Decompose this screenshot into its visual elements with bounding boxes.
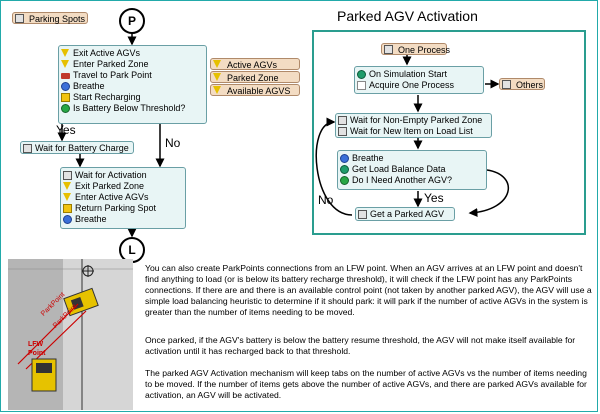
no-label-left: No (165, 136, 181, 150)
zone-icon (213, 60, 221, 68)
step-sim-start: On Simulation Start (355, 69, 483, 80)
step-travel: Travel to Park Point (59, 70, 206, 81)
panel-title: Parked AGV Activation (337, 8, 478, 24)
step-battery-check: Is Battery Below Threshold? (59, 103, 206, 114)
arrow-loop-back (315, 117, 353, 216)
wait-icon (63, 171, 72, 180)
lfw-label: LFW (28, 341, 44, 348)
sim-start-box: On Simulation Start Acquire One Process (354, 66, 484, 94)
legend-available-agvs: Available AGVS (210, 84, 300, 96)
start-icon (357, 70, 366, 79)
zone-enter-icon (63, 193, 71, 201)
start-node-p: P (119, 8, 145, 34)
step-breathe: Breathe (59, 81, 206, 92)
step-enter-active: Enter Active AGVs (61, 192, 185, 203)
legend-active-agvs: Active AGVs (210, 58, 300, 70)
step-enter-parked: Enter Parked Zone (59, 59, 206, 70)
decision-icon (340, 176, 349, 185)
return-icon (63, 204, 72, 213)
one-process-tag: One Process (381, 43, 450, 55)
arrow-no-right (468, 169, 510, 217)
wait-icon (23, 144, 32, 153)
breathe-icon (61, 82, 70, 91)
yes-label-right: Yes (424, 191, 444, 205)
zone-enter-icon (61, 60, 69, 68)
activation-box: Wait for Activation Exit Parked Zone Ent… (60, 167, 186, 229)
legend-parked-zone: Parked Zone (210, 71, 300, 83)
wait-icon (338, 127, 347, 136)
step-need-agv: Do I Need Another AGV? (338, 175, 486, 186)
others-tag: Others (499, 78, 545, 90)
decision-icon (61, 104, 70, 113)
breathe-icon (63, 215, 72, 224)
step-exit-parked: Exit Parked Zone (61, 181, 185, 192)
park-process-box: Exit Active AGVs Enter Parked Zone Trave… (58, 45, 207, 124)
activation-panel (312, 30, 586, 235)
step-wait-item: Wait for New Item on Load List (336, 126, 491, 137)
step-breathe-2: Breathe (61, 214, 185, 225)
wait-icon (338, 116, 347, 125)
charge-icon (61, 93, 70, 102)
paragraph-2: Once parked, if the AGV's battery is bel… (145, 335, 576, 356)
sim-view: ParkPoint ParkPoint LFW Point (8, 259, 133, 410)
zone-exit-icon (63, 182, 71, 190)
parking-spots-tag: Parking Spots (12, 12, 88, 24)
end-node-l: L (119, 237, 145, 263)
point-label: Point (28, 350, 46, 357)
step-recharge: Start Recharging (59, 92, 206, 103)
yes-label-left: Yes (56, 123, 76, 137)
wait-box: Wait for Non-Empty Parked Zone Wait for … (335, 113, 492, 138)
acquire-icon (357, 81, 366, 90)
check-box: Breathe Get Load Balance Data Do I Need … (337, 150, 487, 190)
group-icon (502, 80, 511, 89)
step-get-parked: Get a Parked AGV (356, 209, 454, 220)
zone-icon (213, 73, 221, 81)
step-load-balance: Get Load Balance Data (338, 164, 486, 175)
data-icon (340, 165, 349, 174)
wait-battery-box: Wait for Battery Charge (20, 141, 134, 154)
get-parked-box: Get a Parked AGV (355, 207, 455, 221)
no-label-right: No (318, 193, 334, 207)
travel-icon (61, 73, 70, 79)
step-return-spot: Return Parking Spot (61, 203, 185, 214)
paragraph-3: The parked AGV Activation mechanism will… (145, 368, 587, 400)
process-icon (384, 45, 393, 54)
step-wait-nonempty: Wait for Non-Empty Parked Zone (336, 115, 491, 126)
breathe-icon (340, 154, 349, 163)
step-wait-battery: Wait for Battery Charge (21, 143, 133, 154)
step-acquire: Acquire One Process (355, 80, 483, 91)
list-icon (15, 14, 24, 23)
step-exit-active: Exit Active AGVs (59, 48, 206, 59)
step-wait-activation: Wait for Activation (61, 170, 185, 181)
sim-scene (8, 259, 133, 410)
agv-icon (358, 210, 367, 219)
paragraph-1: You can also create ParkPoints connectio… (145, 263, 592, 317)
zone-exit-icon (61, 49, 69, 57)
zone-icon (213, 86, 221, 94)
step-breathe-right: Breathe (338, 153, 486, 164)
